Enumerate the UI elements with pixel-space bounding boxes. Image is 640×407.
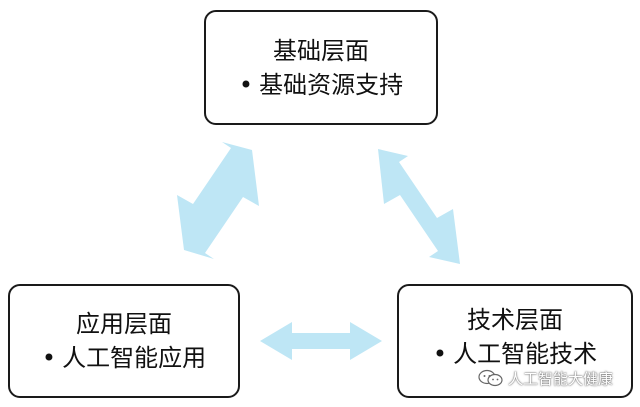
node-item-text: 基础资源支持 xyxy=(259,70,404,99)
node-title: 技术层面 xyxy=(467,306,563,334)
bullet-point: • xyxy=(238,70,254,99)
node-application-layer: 应用层面 •人工智能应用 xyxy=(8,284,240,398)
wechat-icon xyxy=(478,369,503,387)
node-technology-layer: 技术层面 •人工智能技术 xyxy=(397,284,633,398)
node-item-text: 人工智能技术 xyxy=(453,340,598,368)
double-arrow-left-right xyxy=(260,322,382,360)
node-bullet-item: •基础资源支持 xyxy=(239,68,403,102)
node-bullet-item: •人工智能技术 xyxy=(433,337,597,371)
watermark: 人工智能大健康 xyxy=(478,367,613,389)
double-arrow-left-top xyxy=(177,142,259,259)
watermark-text: 人工智能大健康 xyxy=(508,369,614,388)
node-bullet-item: •人工智能应用 xyxy=(42,341,206,375)
bullet-point: • xyxy=(41,344,57,372)
bullet-point: • xyxy=(432,340,448,368)
node-item-text: 人工智能应用 xyxy=(62,344,207,372)
node-foundation-layer: 基础层面 •基础资源支持 xyxy=(204,10,438,125)
node-title: 基础层面 xyxy=(273,36,369,65)
node-title: 应用层面 xyxy=(76,310,172,338)
double-arrow-top-right xyxy=(378,149,460,264)
